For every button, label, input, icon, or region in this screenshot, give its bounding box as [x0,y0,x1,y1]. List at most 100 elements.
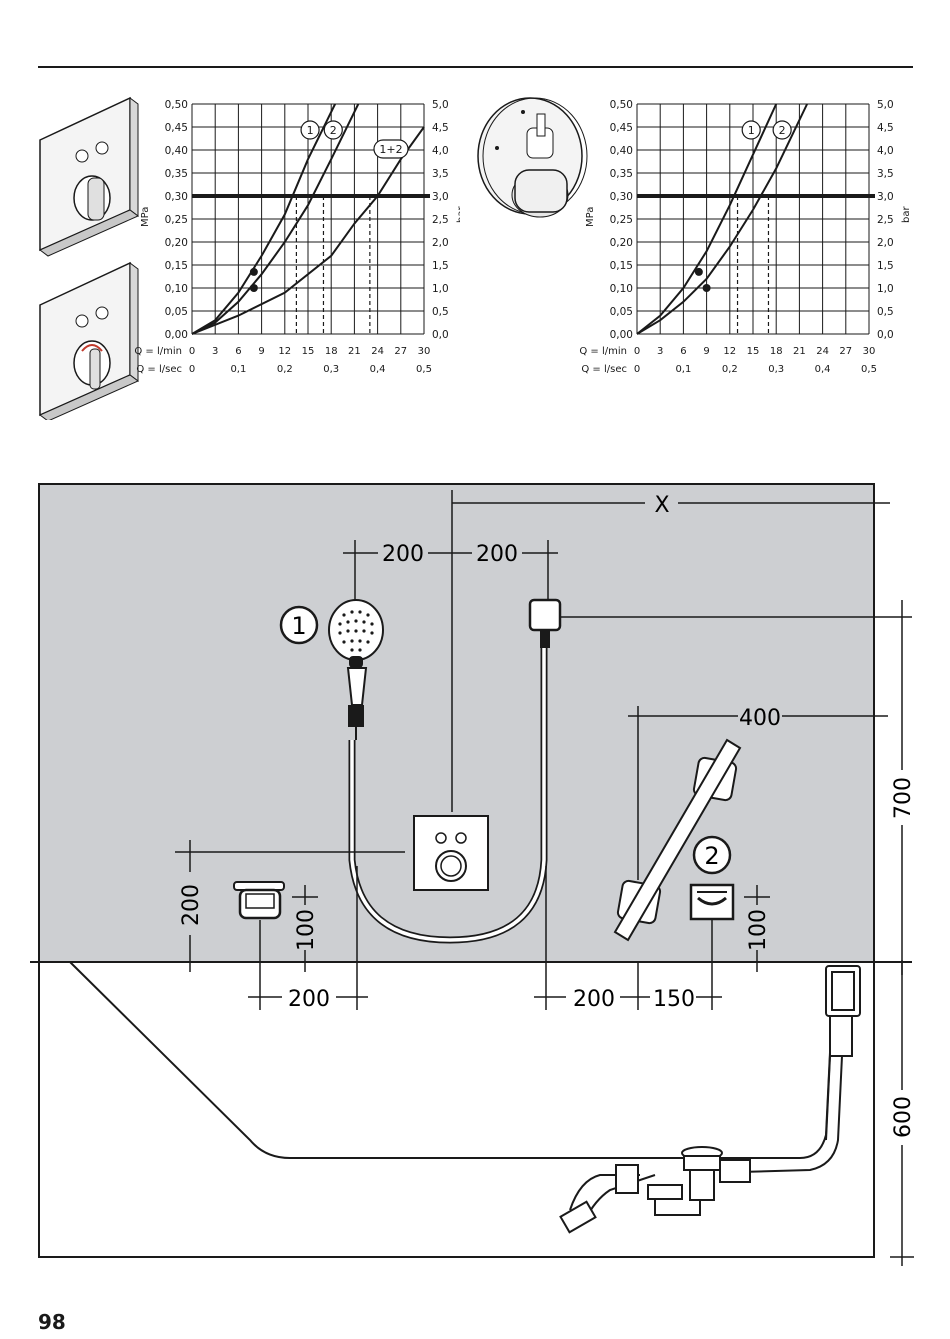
x-tick-lsec: 0,3 [323,364,339,375]
dimension-200-vertical: 200 [179,840,204,972]
y-tick-bar: 1,5 [432,260,449,272]
dimension-600: 600 [890,960,916,1266]
x-tick-lmin: 15 [747,346,760,357]
dimension-400: 400 [628,706,888,880]
dimension-x: X [451,490,890,812]
y-tick-mpa: 0,10 [610,283,633,295]
x-tick-lmin: 6 [235,346,241,357]
axis-label-bar: bar [901,206,912,223]
product-icons-left [39,96,139,420]
x-tick-lsec: 0 [189,364,195,375]
y-tick-bar: 1,0 [432,283,449,295]
dim-200-bottom-mid-label: 200 [573,987,615,1012]
x-tick-lsec: 0,4 [815,364,831,375]
x-tick-lsec: 0,1 [230,364,246,375]
control-square-icon-lower [39,261,139,420]
y-tick-bar: 5,0 [877,99,894,111]
y-tick-mpa: 0,00 [610,329,633,341]
dim-200-bottom-left-label: 200 [288,987,330,1012]
axis-label-mpa: MPa [140,207,151,227]
axis-label-bar: bar [456,206,460,223]
y-tick-bar: 2,5 [432,214,449,226]
installation-diagram: X 200 200 1 [30,483,916,1266]
bath-filler-icon [689,883,735,921]
x-tick-lsec: 0,2 [277,364,293,375]
x-tick-lsec: 0,3 [768,364,784,375]
thermostat-round-icon [477,97,588,218]
dim-150-label: 150 [653,987,695,1012]
data-marker [249,267,258,276]
wall-outlet-icon [528,598,562,648]
x-tick-lmin: 18 [325,346,338,357]
y-tick-mpa: 0,40 [610,145,633,157]
y-tick-mpa: 0,20 [610,237,633,249]
dim-100-left-label: 100 [294,909,319,951]
x-tick-lmin: 9 [703,346,709,357]
x-tick-lmin: 18 [770,346,783,357]
x-label-lmin: Q = l/min [134,346,182,357]
x-tick-lsec: 0 [634,364,640,375]
y-tick-bar: 1,0 [877,283,894,295]
dimension-100-left: 100 [292,885,319,972]
y-tick-mpa: 0,05 [610,306,633,318]
x-tick-lsec: 0,5 [861,364,877,375]
series-label-bubble [373,139,409,159]
y-tick-mpa: 0,35 [165,168,188,180]
callout-1-label: 1 [291,612,306,640]
y-tick-mpa: 0,35 [610,168,633,180]
y-tick-mpa: 0,00 [165,329,188,341]
y-tick-mpa: 0,15 [610,260,633,272]
x-tick-lmin: 6 [680,346,686,357]
series-label: 1 [748,124,755,137]
data-marker [694,267,703,276]
y-tick-bar: 4,5 [432,122,449,134]
dim-200-left-label: 200 [382,542,424,567]
drain-overflow-assembly [559,965,861,1234]
y-tick-bar: 3,5 [432,168,449,180]
dim-400-label: 400 [739,706,781,731]
x-tick-lmin: 12 [723,346,736,357]
dimension-100-right: 100 [744,885,771,972]
x-tick-lmin: 0 [189,346,195,357]
series-label-bubble [300,120,320,140]
callout-2: 2 [692,835,732,875]
y-tick-bar: 1,5 [877,260,894,272]
y-tick-bar: 2,0 [877,237,894,249]
series-label-bubble [323,120,343,140]
dimension-700: 700 [891,600,916,975]
y-tick-bar: 0,0 [432,329,449,341]
callout-1: 1 [279,605,319,645]
y-tick-mpa: 0,30 [165,191,188,203]
y-tick-mpa: 0,20 [165,237,188,249]
series-label: 2 [330,124,337,137]
x-tick-lsec: 0,4 [370,364,386,375]
callout-2-label: 2 [704,842,719,870]
x-tick-lsec: 0,5 [416,364,432,375]
dim-700-label: 700 [891,777,916,819]
bath-spout-icon [233,881,285,920]
series-line-1 [191,103,336,335]
x-tick-lmin: 12 [278,346,291,357]
x-tick-lmin: 27 [394,346,407,357]
x-label-lsec: Q = l/sec [136,364,182,375]
x-tick-lmin: 30 [863,346,876,357]
dim-100-right-label: 100 [746,909,771,951]
dim-x-label: X [654,493,669,518]
x-tick-lmin: 21 [348,346,361,357]
y-tick-mpa: 0,25 [610,214,633,226]
x-tick-lmin: 3 [212,346,218,357]
data-marker [249,284,258,292]
y-tick-mpa: 0,50 [610,99,633,111]
y-tick-bar: 4,5 [877,122,894,134]
dimension-200-200: 200 200 [343,540,558,600]
y-tick-bar: 3,5 [877,168,894,180]
axis-label-mpa: MPa [585,207,596,227]
hand-shower-icon [328,599,384,740]
y-tick-bar: 3,0 [877,191,894,203]
y-tick-bar: 5,0 [432,99,449,111]
x-tick-lmin: 30 [418,346,431,357]
y-tick-bar: 2,5 [877,214,894,226]
bathtub-area [38,961,875,1258]
dimension-200-150: 200 150 [534,962,722,1012]
y-tick-bar: 3,0 [432,191,449,203]
